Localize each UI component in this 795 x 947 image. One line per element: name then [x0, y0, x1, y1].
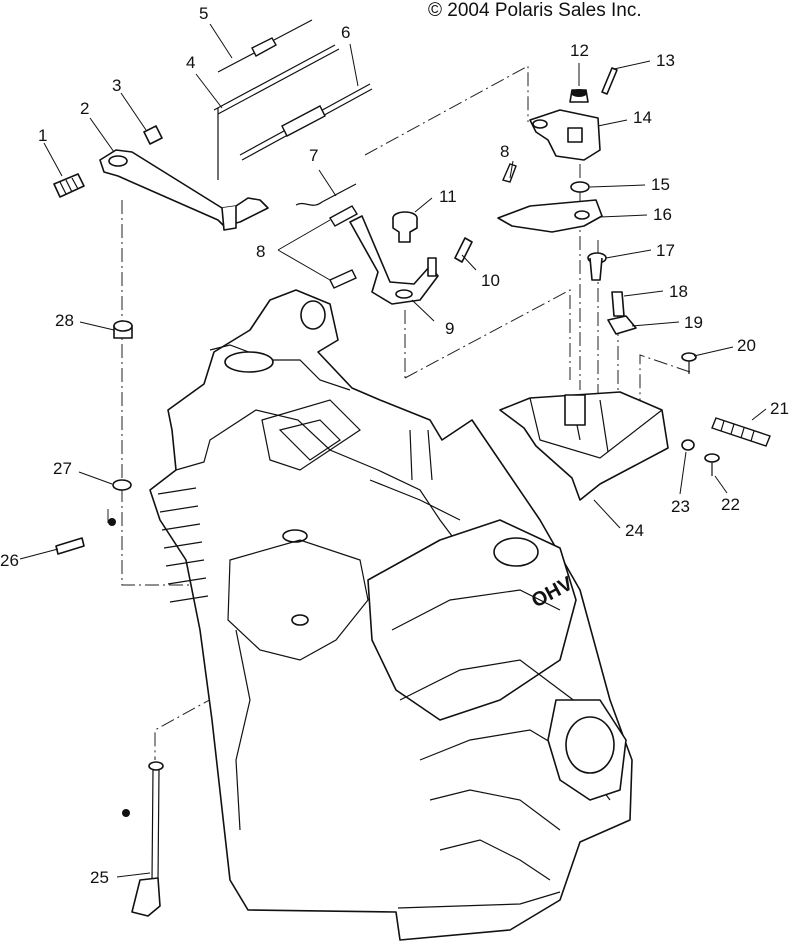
- callout-9: 9: [445, 319, 455, 338]
- part-18-bolt: [611, 291, 625, 317]
- part-2-arm: [99, 149, 269, 231]
- part-15-washer: [570, 181, 590, 193]
- part-6-rod: [239, 83, 373, 161]
- part-14-bracket: [529, 109, 601, 161]
- part-19-clip: [607, 315, 637, 335]
- part-1-bolt: [53, 173, 85, 198]
- part-13-screw: [601, 67, 618, 95]
- part-17-bolt: [587, 252, 607, 281]
- part-16-plate: [497, 199, 603, 233]
- callout-11: 11: [439, 187, 457, 206]
- callout-1: 1: [38, 126, 48, 145]
- part-3-clip: [143, 125, 163, 145]
- callout-16: 16: [653, 205, 672, 224]
- callout-3: 3: [112, 76, 122, 95]
- part-27-washer: [112, 479, 132, 491]
- callout-12: 12: [570, 41, 589, 60]
- callout-17: 17: [656, 241, 675, 260]
- callout-25: 25: [90, 868, 109, 887]
- callout-24: 24: [625, 521, 644, 540]
- part-26-screw: [55, 518, 116, 555]
- leader-lines: [19, 23, 767, 878]
- callout-21: 21: [770, 399, 789, 418]
- copyright-notice: © 2004 Polaris Sales Inc.: [428, 0, 642, 21]
- callout-5: 5: [199, 4, 209, 23]
- callout-27: 27: [53, 459, 72, 478]
- part-4-cable: [213, 44, 340, 180]
- callout-19: 19: [684, 313, 703, 332]
- callout-4: 4: [186, 53, 196, 72]
- callout-13: 13: [656, 51, 675, 70]
- callout-6: 6: [341, 23, 351, 42]
- callout-2: 2: [80, 99, 90, 118]
- part-23-nut: [681, 439, 695, 451]
- callout-7: 7: [309, 146, 319, 165]
- callout-20: 20: [737, 336, 756, 355]
- part-28-bushing: [113, 320, 133, 339]
- part-7-cable: [295, 183, 357, 206]
- part-24-bracket: [499, 391, 669, 501]
- part-12-cap: [569, 89, 589, 103]
- part-9-lever: [349, 215, 439, 305]
- part-8-springs: [329, 163, 517, 289]
- part-11-cap: [392, 211, 418, 243]
- part-10-screw: [454, 237, 473, 263]
- part-25-dipstick: [122, 761, 164, 917]
- callout-22: 22: [721, 495, 740, 514]
- callout-26: 26: [0, 551, 19, 570]
- callout-28: 28: [55, 311, 74, 330]
- part-22-bolt: [704, 453, 720, 476]
- part-21-spring: [711, 417, 771, 447]
- callout-18: 18: [669, 282, 688, 301]
- callout-8b: 8: [500, 142, 510, 161]
- callout-15: 15: [651, 175, 670, 194]
- callout-14: 14: [633, 108, 652, 127]
- engine-block: [149, 289, 633, 941]
- callout-10: 10: [481, 271, 500, 290]
- callout-23: 23: [671, 497, 690, 516]
- part-20-screw: [681, 352, 697, 374]
- part-5-spring: [217, 19, 313, 73]
- callout-8a: 8: [256, 242, 266, 261]
